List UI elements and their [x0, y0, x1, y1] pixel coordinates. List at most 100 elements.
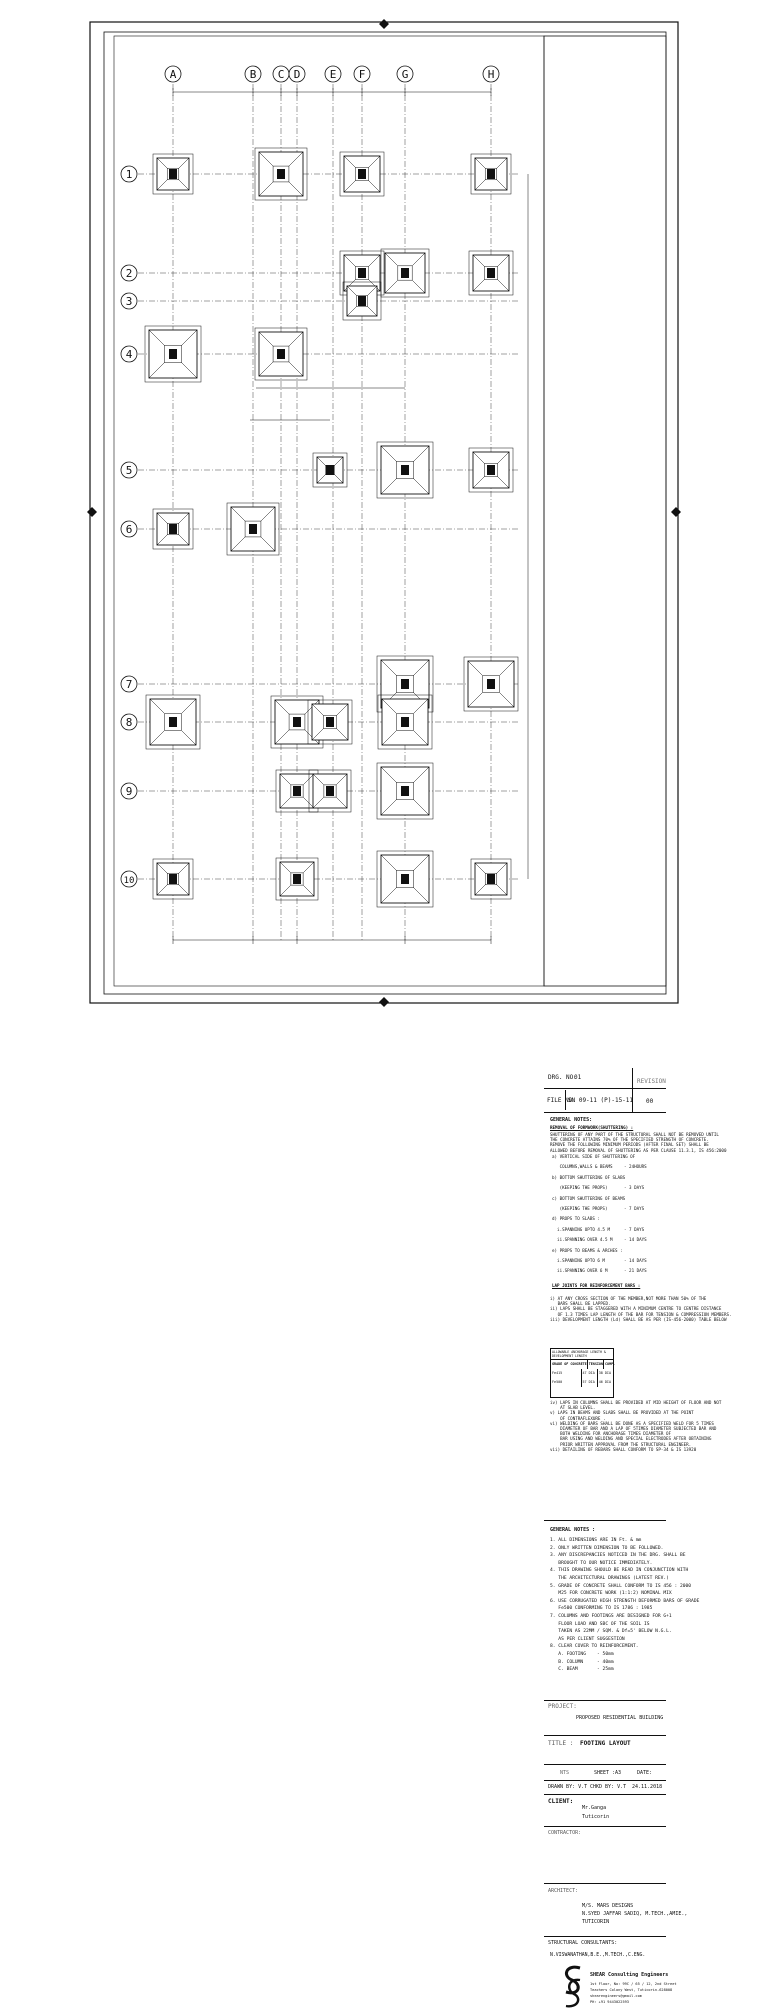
column-bubble-G: G	[396, 65, 414, 83]
footing-D10	[275, 857, 319, 901]
removal-item: i.SPANNING UPTO 4.5 M- 7 DAYS	[552, 1226, 645, 1232]
address-line: Teachers Colony West, Tuticorin-628008	[590, 1988, 673, 1992]
drawn-by: DRAWN BY: V.T	[548, 1784, 588, 1790]
note-line: vii) DETAILING OF REBARS SHALL CONFORM T…	[550, 1446, 697, 1452]
note-line: 5. GRADE OF CONCRETE SHALL CONFORM TO IS…	[550, 1583, 692, 1589]
general-notes-2-title: GENERAL NOTES :	[550, 1527, 596, 1533]
svg-text:A: A	[170, 68, 177, 81]
removal-item: b) BOTTOM SHUTTERING OF SLABS	[552, 1174, 626, 1180]
note-line: C. BEAM - 25mm	[550, 1667, 614, 1673]
title: FOOTING LAYOUT	[580, 1740, 631, 1747]
removal-item: d) PROPS TO SLABS :	[552, 1216, 600, 1222]
date-label: DATE:	[637, 1770, 653, 1776]
row-bubble-2: 2	[120, 264, 138, 282]
row-bubble-9: 9	[120, 782, 138, 800]
note-line: M25 FOR CONCRETE WORK (1:1:2) NOMINAL MI…	[550, 1591, 672, 1597]
footing-E9	[308, 769, 352, 813]
footing-C4	[254, 327, 308, 381]
note-line: 2. ONLY WRITTEN DIMENSION TO BE FOLLOWED…	[550, 1545, 664, 1551]
address-line: 1st Floor, No: 99C / 65 / 12, 2nd Street	[590, 1982, 677, 1986]
footing-F2	[339, 250, 385, 296]
drg-no: 01	[574, 1074, 582, 1081]
footing-H1	[470, 153, 512, 195]
note-line: 3. ANY DISCREPANCIES NOTICED IN THE DRG.…	[550, 1553, 686, 1559]
note-line: 1. ALL DIMENSIONS ARE IN Ft. & mm	[550, 1538, 642, 1543]
project-label: PROJECT:	[548, 1703, 577, 1710]
footing-D9	[275, 769, 319, 813]
row-bubble-8: 8	[120, 713, 138, 731]
footing-A8	[145, 694, 201, 750]
note-line: REMOVE THE FOLLOWING MINIMUM PERIODS (AF…	[550, 1142, 709, 1148]
revision-label: REVISION	[637, 1078, 666, 1085]
ld-table-header: ALLOWABLE ANCHORAGE LENGTH & DEVELOPMENT…	[551, 1349, 613, 1360]
sheet: A3	[615, 1770, 622, 1776]
note-line: BROUGHT TO OUR NOTICE IMMEDIATELY.	[550, 1560, 653, 1566]
removal-item: COLUMNS,WALLS & BEAMS- 24HOURS	[552, 1164, 647, 1170]
footing-H2	[468, 250, 514, 296]
svg-text:B: B	[250, 68, 257, 81]
removal-item: (KEEPING THE PROPS)- 7 DAYS	[552, 1205, 645, 1211]
date: 24.11.2018	[632, 1784, 663, 1790]
address-line: PH: +91 9443022593	[590, 2000, 629, 2004]
footing-H5	[468, 447, 514, 493]
file-no-label: FILE NO.	[547, 1097, 576, 1104]
firm-address: 1st Floor, No: 99C / 65 / 12, 2nd Street…	[590, 1981, 677, 2005]
svg-text:D: D	[294, 68, 301, 81]
footing-B6	[226, 502, 280, 556]
svg-text:5: 5	[126, 464, 133, 477]
file-no: SN 09-11 (P)-15-11	[568, 1097, 634, 1104]
svg-text:10: 10	[124, 876, 135, 886]
note-line: iii) DEVELOPMENT LENGTH (Ld) SHALL BE AS…	[550, 1316, 727, 1322]
svg-text:G: G	[402, 68, 409, 81]
svg-text:9: 9	[126, 785, 133, 798]
note-line: ALLOWED BEFORE REMOVAL OF SHUTTERING AS …	[550, 1147, 727, 1153]
removal-text: SHUTTERING OF ANY PART OF THE STRUCTURAL…	[550, 1132, 727, 1153]
column-bubble-B: B	[244, 65, 262, 83]
note-line: ii) LAPS SHALL BE STAGGERED WITH A MINIM…	[550, 1306, 722, 1312]
svg-text:2: 2	[126, 267, 133, 280]
revision: 00	[646, 1098, 654, 1105]
checked-by: CHKD BY: V.T	[590, 1784, 627, 1790]
row-bubble-6: 6	[120, 520, 138, 538]
client-line1: Mr.Ganga	[582, 1805, 607, 1811]
svg-text:E: E	[330, 68, 337, 81]
column-bubble-D: D	[288, 65, 306, 83]
note-line: OF 1.3 TIMES LAP LENGTH OF THE BAR FOR T…	[550, 1311, 732, 1317]
svg-text:6: 6	[126, 523, 133, 536]
column-bubble-E: E	[324, 65, 342, 83]
removal-item: i.SPANNING UPTO 6 M- 14 DAYS	[552, 1257, 647, 1263]
architect-line: TUTICORIN	[582, 1919, 610, 1925]
note-line: i) AT ANY CROSS SECTION OF THE MEMBER,NO…	[550, 1296, 707, 1301]
footing-A4	[144, 325, 202, 383]
removal-item: (KEEPING THE PROPS)- 3 DAYS	[552, 1185, 645, 1191]
note-line: Fe500 CONFORMING TO IS 1786 : 1985	[550, 1606, 653, 1612]
footing-G9	[376, 762, 434, 820]
removal-item: ii.SPANNING OVER 4.5 M- 14 DAYS	[552, 1237, 647, 1243]
svg-text:1: 1	[126, 168, 133, 181]
footing-A10	[152, 858, 194, 900]
title-label: TITLE :	[548, 1740, 574, 1747]
footing-H10	[470, 858, 512, 900]
note-line: vi) WELDING OF BARS SHALL BE DONE AS A S…	[550, 1420, 714, 1426]
scale-nts: NTS	[560, 1770, 570, 1776]
footing-F3	[342, 281, 382, 321]
svg-text:7: 7	[126, 678, 133, 691]
row-bubble-3: 3	[120, 292, 138, 310]
footing-E5	[312, 452, 348, 488]
footing-A6	[152, 508, 194, 550]
column-bubble-H: H	[482, 65, 500, 83]
general-notes-title: GENERAL NOTES:	[550, 1117, 593, 1123]
general-notes-2: 1. ALL DIMENSIONS ARE IN Ft. & mm 2. ONLY…	[550, 1537, 699, 1674]
contractor-label: CONTRACTOR:	[548, 1830, 582, 1836]
project: PROPOSED RESIDENTIAL BUILDING	[576, 1715, 664, 1721]
column-bubble-C: C	[272, 65, 290, 83]
removal-title: REMOVAL OF FORMWORK(SHUTTERING) :	[550, 1125, 634, 1130]
note-line: BARS SHALL BE LAPPED.	[550, 1301, 611, 1307]
lap-more-text: iv) LAPS IN COLUMNS SHALL BE PROVIDED AT…	[550, 1400, 721, 1452]
row-bubble-4: 4	[120, 345, 138, 363]
footing-H7	[463, 656, 519, 712]
client-line2: Tuticorin	[582, 1814, 610, 1820]
